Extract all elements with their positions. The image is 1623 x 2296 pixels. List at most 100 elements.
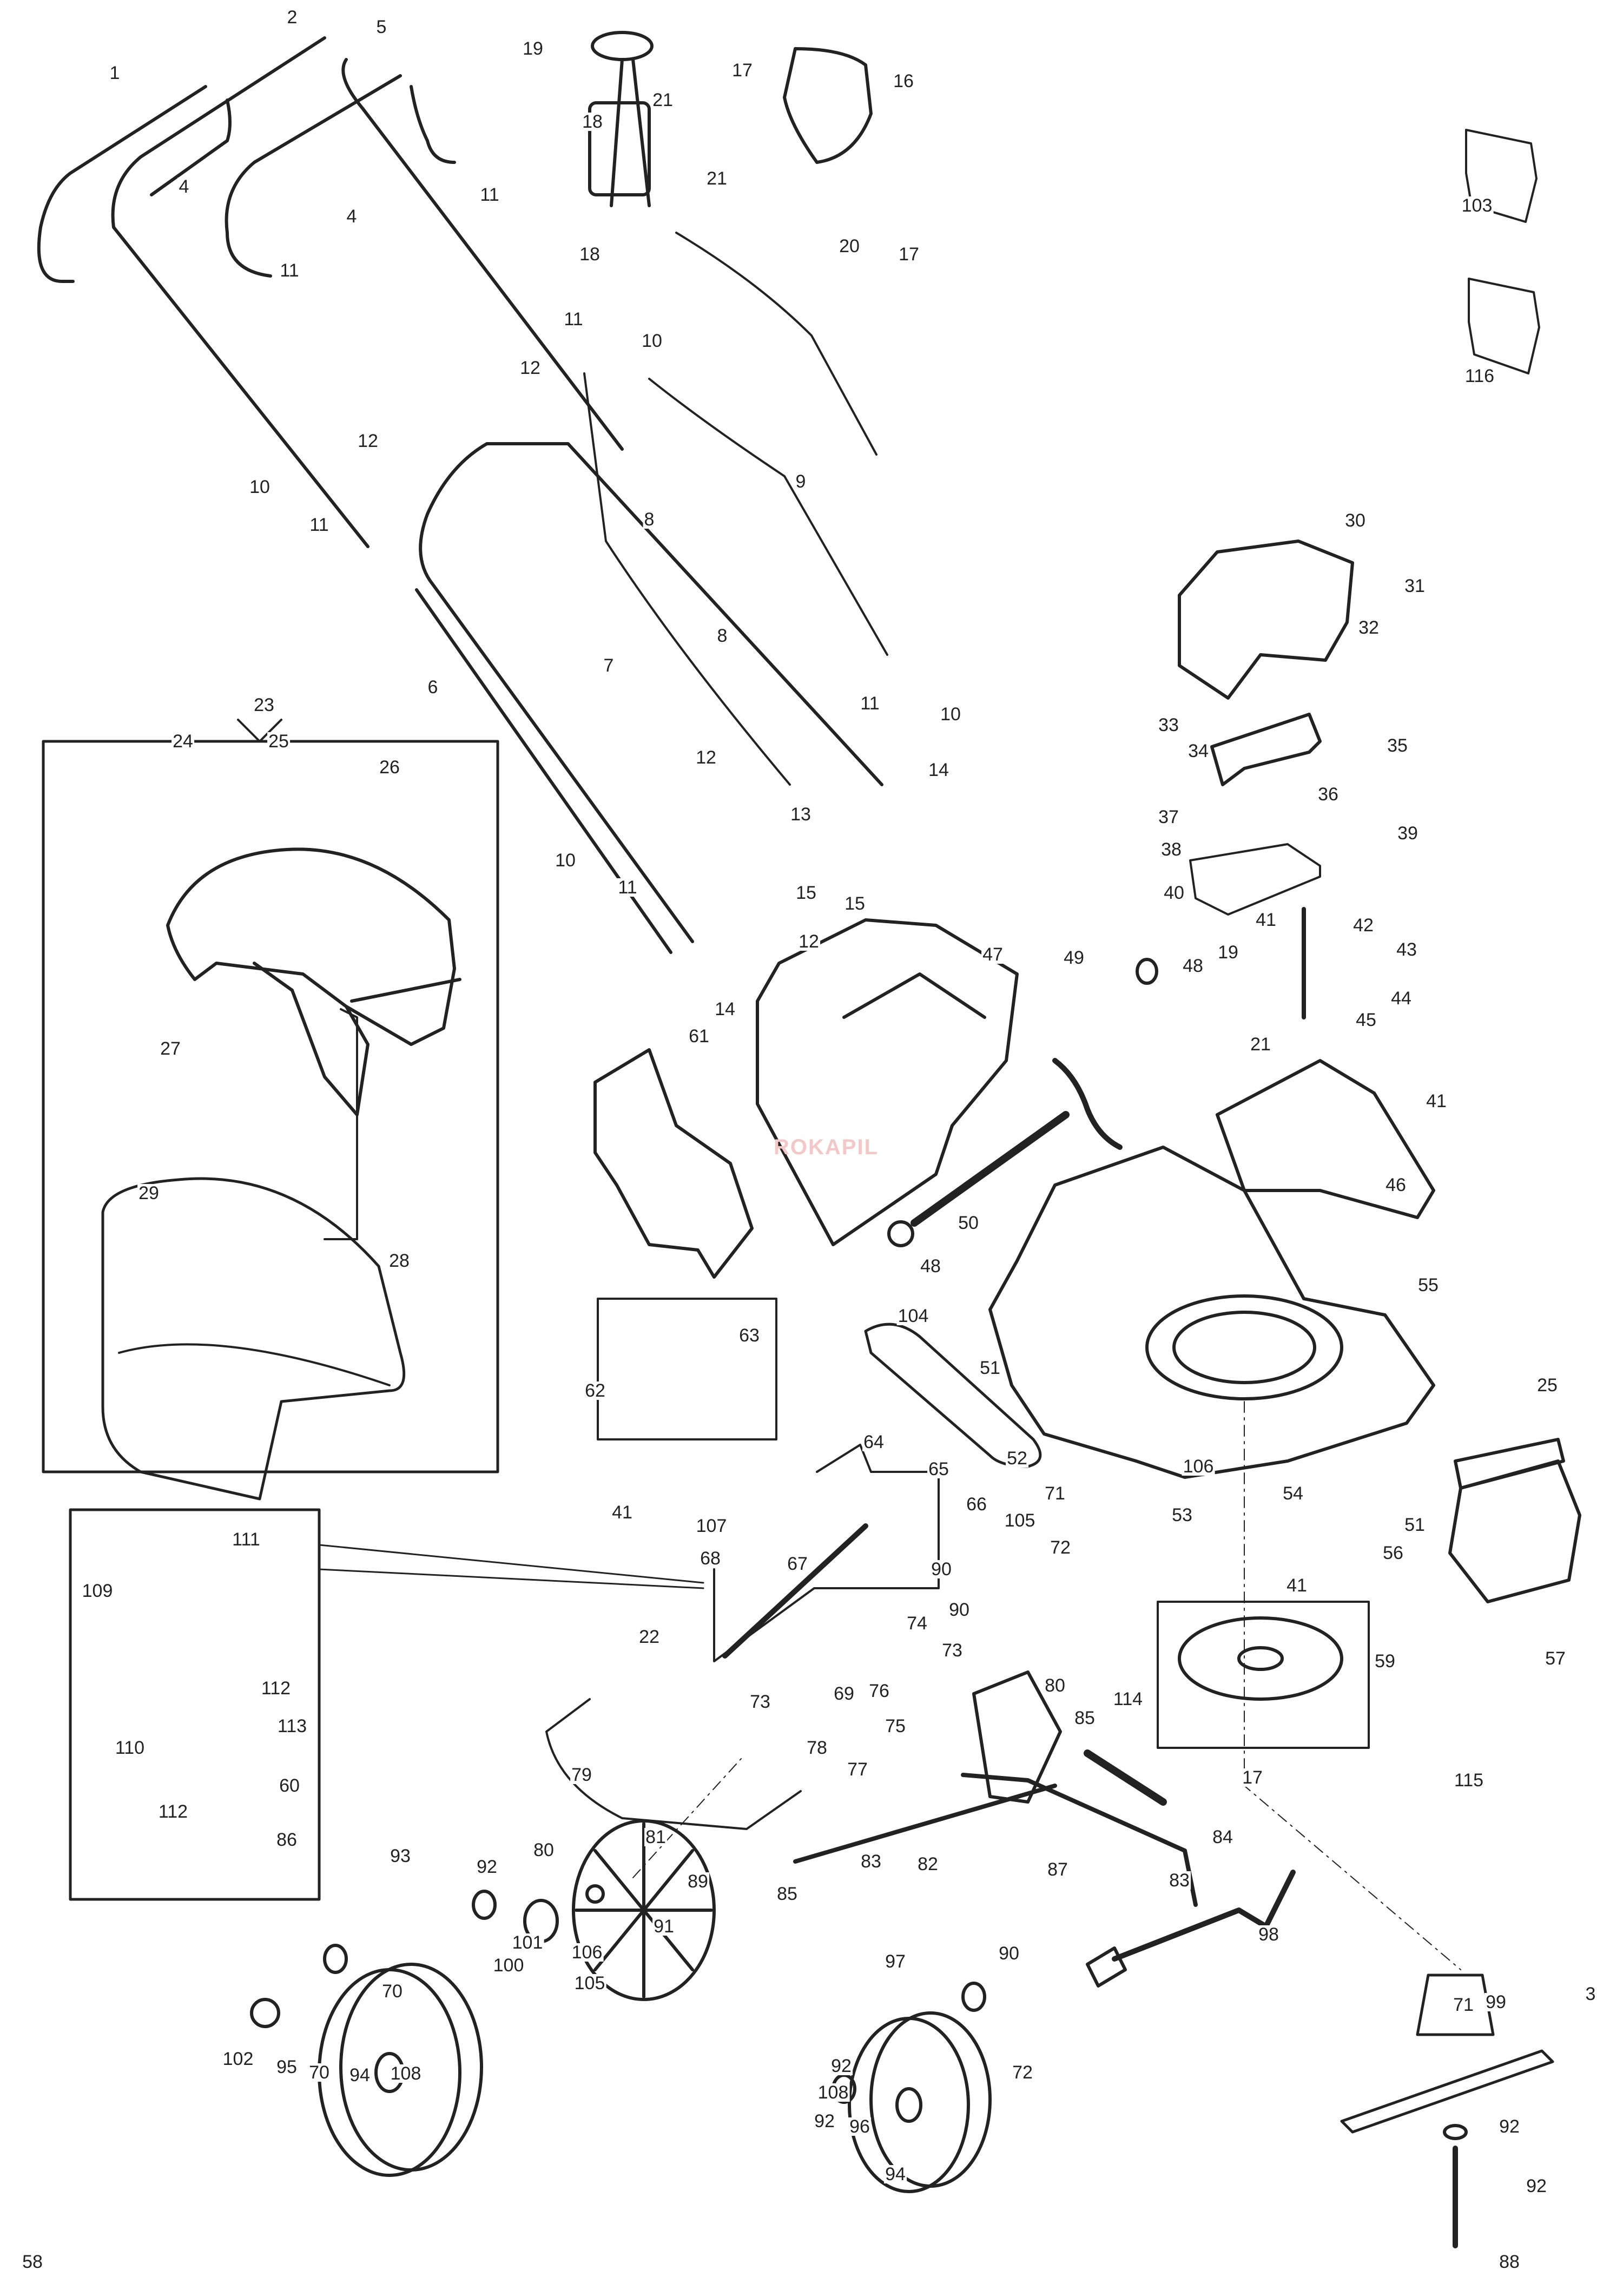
part-number-label: 40 <box>1163 883 1185 903</box>
part-number-label: 78 <box>806 1738 828 1758</box>
part-number-label: 24 <box>171 731 194 752</box>
handle-part-5 <box>225 74 456 278</box>
part-number-label: 53 <box>1171 1505 1193 1525</box>
part-number-label: 75 <box>884 1716 907 1736</box>
part-number-label: 57 <box>1544 1648 1567 1669</box>
part-number-label: 7 <box>602 655 615 676</box>
part-number-label: 62 <box>584 1380 606 1401</box>
wheel-cover-89 <box>572 1819 716 2001</box>
part-number-label: 58 <box>21 2252 44 2272</box>
side-deflector-61 <box>593 1048 754 1279</box>
part-number-label: 8 <box>643 509 656 530</box>
part-number-label: 90 <box>998 1943 1020 1964</box>
part-number-label: 41 <box>1255 910 1277 930</box>
part-number-label: 95 <box>275 2057 298 2077</box>
part-number-label: 87 <box>1046 1859 1069 1880</box>
plate-bracket <box>972 1670 1062 1804</box>
grass-bag-bracket <box>237 719 282 742</box>
part-number-label: 46 <box>1384 1175 1407 1195</box>
part-number-label: 65 <box>927 1459 950 1479</box>
part-number-label: 51 <box>1403 1515 1426 1535</box>
part-number-label: 11 <box>279 260 300 281</box>
part-number-label: 72 <box>1049 1537 1072 1558</box>
decal-116 <box>1468 278 1540 374</box>
center-line-b <box>632 1758 742 1878</box>
part-number-label: 73 <box>941 1640 964 1661</box>
part-number-label: 16 <box>892 71 915 91</box>
part-number-label: 89 <box>687 1871 709 1892</box>
part-number-label: 92 <box>1498 2116 1521 2137</box>
part-number-label: 35 <box>1386 735 1409 756</box>
v-belt-104 <box>864 1323 1042 1468</box>
part-number-label: 86 <box>275 1830 298 1850</box>
part-number-label: 13 <box>789 804 812 825</box>
axle-lever-82 <box>961 1773 1198 1907</box>
part-number-label: 106 <box>1182 1456 1215 1477</box>
lever-cover-16 <box>783 47 873 164</box>
part-number-label: 45 <box>1355 1010 1377 1030</box>
cap-48-bottom <box>887 1220 914 1247</box>
part-number-label: 38 <box>1160 839 1183 860</box>
part-number-label: 69 <box>833 1683 855 1704</box>
part-number-label: 68 <box>699 1548 722 1569</box>
part-number-label: 15 <box>843 893 866 914</box>
part-number-label: 20 <box>838 236 861 256</box>
upper-handle-part-2 <box>111 36 624 548</box>
part-number-label: 105 <box>1003 1510 1037 1531</box>
part-number-label: 70 <box>308 2062 331 2083</box>
bearing-92-a <box>472 1890 497 1920</box>
part-number-label: 104 <box>896 1306 930 1326</box>
part-number-label: 97 <box>884 1951 907 1972</box>
hub-cap-95 <box>250 1998 280 2028</box>
part-number-label: 55 <box>1417 1275 1440 1295</box>
blade-washer-102 <box>1443 2124 1468 2140</box>
grass-bag-frame-27 <box>166 847 461 1116</box>
part-number-label: 111 <box>231 1529 261 1550</box>
part-number-label: 11 <box>617 877 638 898</box>
part-number-label: 49 <box>1063 948 1085 968</box>
part-number-label: 107 <box>695 1516 728 1536</box>
front-bumper-57 <box>1448 1459 1581 1603</box>
spring-49 <box>1052 1058 1123 1150</box>
part-number-label: 41 <box>1425 1091 1448 1111</box>
center-line-a <box>1244 1401 1461 1970</box>
part-number-label: 43 <box>1395 939 1418 960</box>
watermark: ROKAPIL <box>774 1135 879 1159</box>
blade-adapter-disc <box>1178 1616 1343 1701</box>
cutting-blade-101 <box>1340 2049 1554 2134</box>
part-number-label: 41 <box>611 1502 634 1523</box>
part-number-label: 27 <box>159 1038 182 1059</box>
part-number-label: 10 <box>641 331 663 351</box>
part-number-label: 28 <box>388 1251 411 1271</box>
part-number-label: 19 <box>1217 942 1239 963</box>
part-number-label: 67 <box>786 1554 809 1574</box>
rear-axle-50 <box>911 1111 1070 1227</box>
part-number-label: 14 <box>714 999 736 1019</box>
upper-handle-part-1 <box>37 85 232 283</box>
part-number-label: 99 <box>1485 1992 1507 2012</box>
part-number-label: 115 <box>1453 1770 1485 1791</box>
bearing-92-b <box>323 1944 348 1974</box>
part-number-label: 48 <box>919 1256 942 1277</box>
rear-axle-bar-84 <box>793 1784 1057 1864</box>
part-number-label: 21 <box>651 90 674 110</box>
spring-81 <box>1084 1749 1167 1806</box>
part-number-label: 4 <box>345 206 358 227</box>
part-number-label: 80 <box>532 1840 555 1860</box>
part-number-label: 112 <box>260 1678 292 1699</box>
front-wheel-88 <box>848 2011 992 2193</box>
part-number-label: 113 <box>276 1716 308 1736</box>
part-number-label: 90 <box>948 1600 971 1620</box>
blade-adapter-100 <box>1416 1973 1495 2036</box>
part-number-label: 76 <box>868 1681 890 1701</box>
part-number-label: 51 <box>979 1358 1001 1378</box>
cable-7 <box>583 372 791 786</box>
part-number-label: 114 <box>1112 1689 1144 1709</box>
top-shroud-32 <box>1178 540 1354 700</box>
part-number-label: 6 <box>426 677 439 698</box>
part-number-label: 81 <box>644 1827 667 1847</box>
part-number-label: 92 <box>813 2111 836 2131</box>
part-number-label: 83 <box>860 1851 882 1872</box>
part-number-label: 47 <box>981 944 1004 965</box>
